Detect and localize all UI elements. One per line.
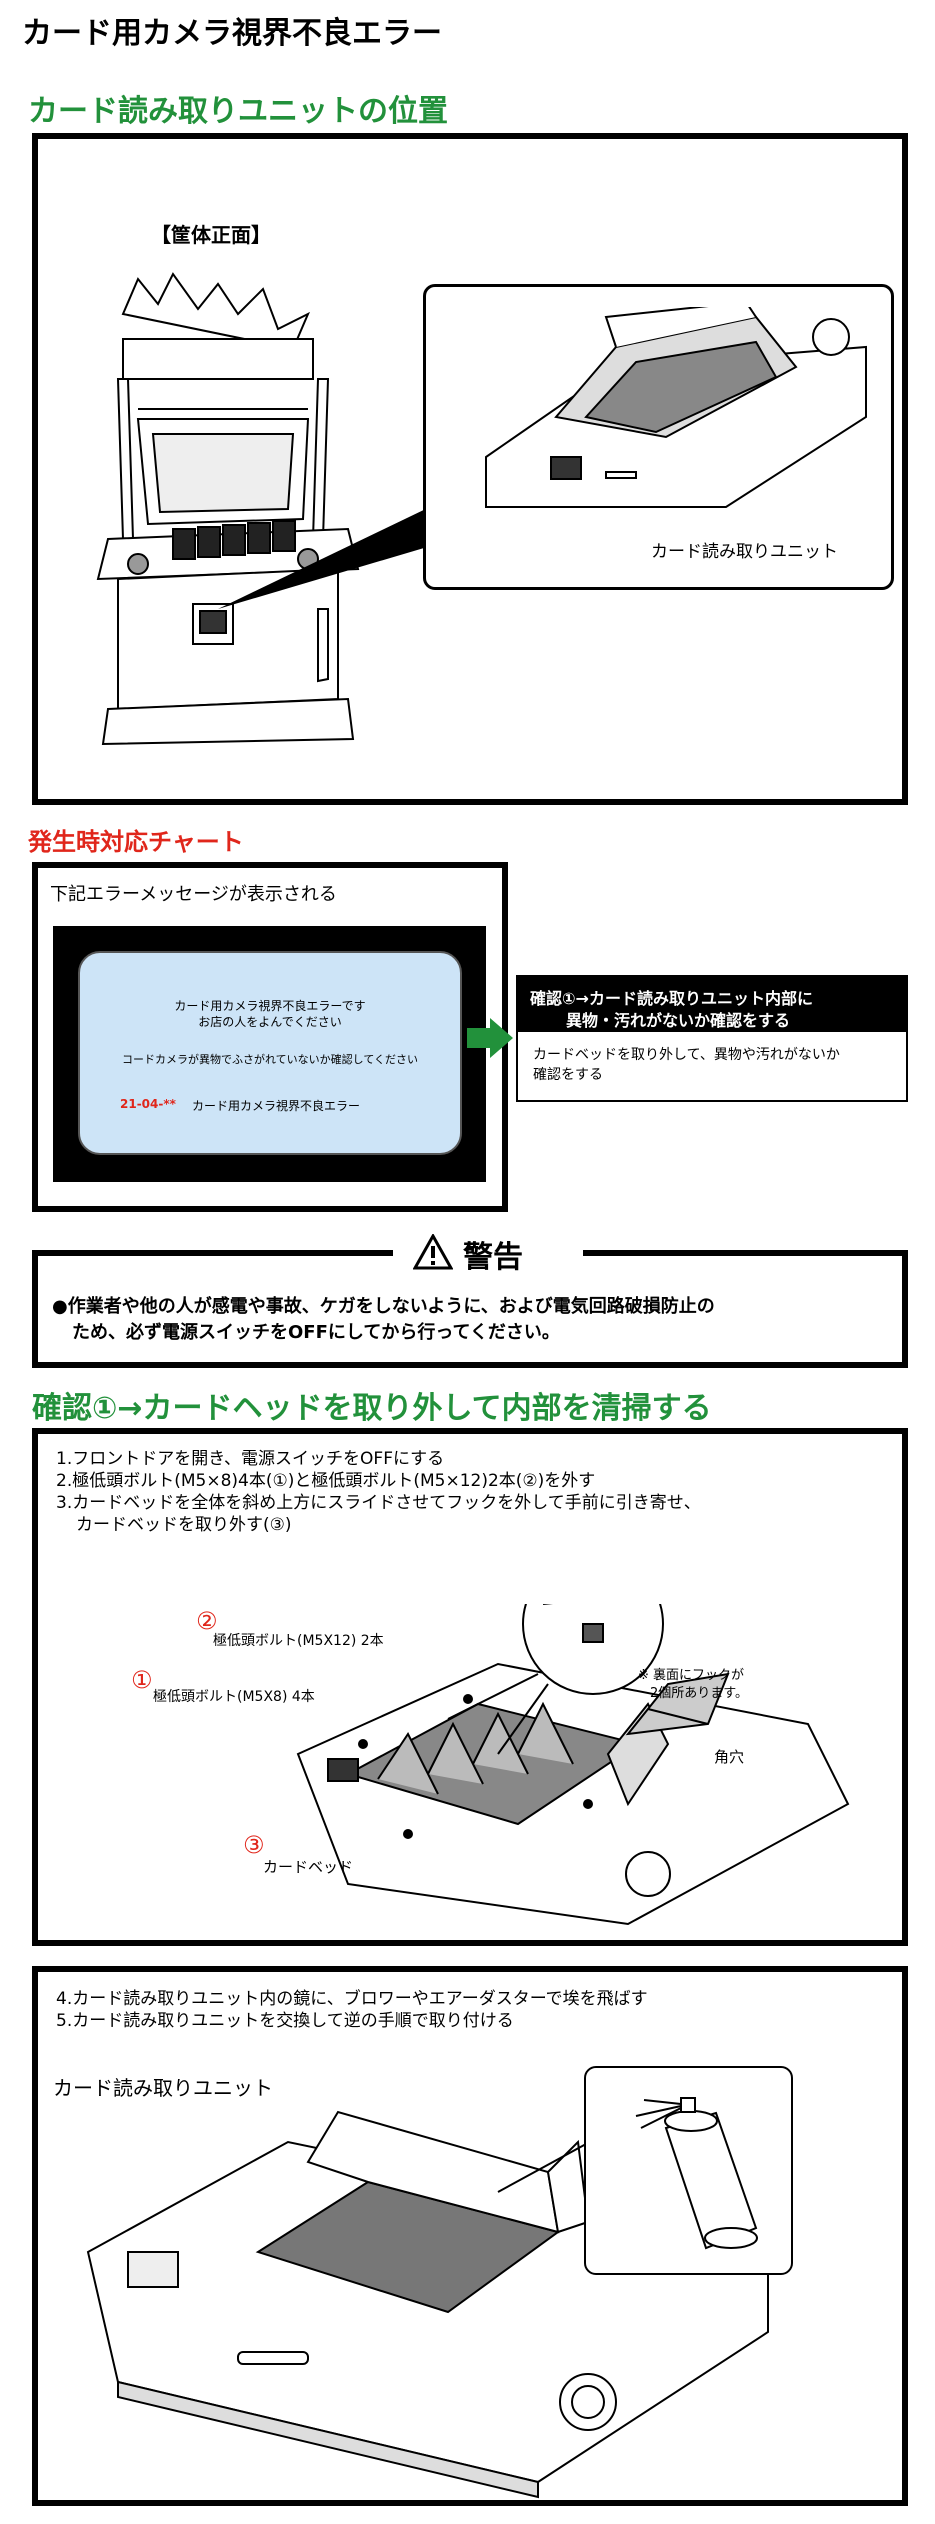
cabinet-front-label: 【筐体正面】 [151, 223, 271, 247]
screen-line3: コードカメラが異物でふさがれていないか確認してください [121, 1053, 418, 1066]
error-screen: カード用カメラ視界不良エラーです お店の人をよんでください コードカメラが異物で… [78, 951, 462, 1155]
check1-title-line2: 異物・汚れがないか確認をする [566, 1011, 791, 1030]
check1-body-line2: 確認をする [533, 1067, 603, 1083]
bolt-m5x8-label: 極低頭ボルト(M5X8) 4本 [153, 1689, 315, 1705]
removal-steps-panel: 1.フロントドアを開き、電源スイッチをOFFにする 2.極低頭ボルト(M5×8)… [32, 1428, 908, 1946]
message-prompt: 下記エラーメッセージが表示される [50, 884, 337, 905]
unit-label: カード読み取りユニット [651, 542, 838, 562]
error-message-panel: 下記エラーメッセージが表示される カード用カメラ視界不良エラーです お店の人をよ… [32, 862, 508, 1212]
cabinet-illustration [96, 272, 360, 746]
flow-arrow-icon [467, 1018, 513, 1058]
check1-body-line1: カードベッドを取り外して、異物や汚れがないか [533, 1047, 840, 1063]
square-hole-label: 角穴 [714, 1748, 745, 1766]
unit-zoom-callout: カード読み取りユニット [423, 284, 894, 590]
warning-line2: ため、必ず電源スイッチをOFFにしてから行ってください。 [72, 1322, 560, 1343]
marker-2: ② [196, 1607, 218, 1635]
card-bed-illustration [296, 1604, 850, 1926]
screen-line2: お店の人をよんでください [198, 1015, 342, 1029]
unit-position-panel: 【筐体正面】 [32, 133, 908, 805]
warning-heading: 警告 [393, 1234, 583, 1275]
bolt-m5x12-label: 極低頭ボルト(M5X12) 2本 [213, 1633, 384, 1649]
warning-title: 警告 [463, 1240, 523, 1275]
check1-box: 確認①→カード読み取りユニット内部に 異物・汚れがないか確認をする カードベッド… [516, 975, 908, 1102]
card-bed-label: カードベッド [263, 1858, 354, 1876]
cleaning-steps-panel: 4.カード読み取りユニット内の鏡に、ブロワーやエアーダスターで埃を飛ばす 5.カ… [32, 1966, 908, 2506]
warning-panel: 警告 ●作業者や他の人が感電や事故、ケガをしないように、および電気回路破損防止の… [32, 1234, 908, 1368]
section-title-response-chart: 発生時対応チャート [28, 828, 244, 856]
unit-zoom-illustration [485, 307, 867, 508]
check1-title-line1: 確認①→カード読み取りユニット内部に [530, 989, 813, 1008]
blower-callout [584, 2066, 793, 2275]
step-1: 1.フロントドアを開き、電源スイッチをOFFにする [56, 1449, 445, 1469]
step-3-cont: カードベッドを取り外す(③) [76, 1515, 292, 1535]
marker-3: ③ [243, 1831, 265, 1859]
hook-note-line2: 2個所あります。 [650, 1686, 748, 1701]
air-duster-icon [635, 2097, 758, 2250]
step-4: 4.カード読み取りユニット内の鏡に、ブロワーやエアーダスターで埃を飛ばす [56, 1989, 648, 2009]
section-title-clean-head: 確認①→カードヘッドを取り外して内部を清掃する [32, 1391, 712, 1426]
warning-line1: ●作業者や他の人が感電や事故、ケガをしないように、および電気回路破損防止の [52, 1296, 715, 1317]
section-title-unit-position: カード読み取りユニットの位置 [28, 94, 448, 129]
error-code: 21-04-** [120, 1097, 176, 1111]
step-2: 2.極低頭ボルト(M5×8)4本(①)と極低頭ボルト(M5×12)2本(②)を外… [56, 1471, 596, 1491]
error-name: カード用カメラ視界不良エラー [192, 1099, 361, 1113]
page-title: カード用カメラ視界不良エラー [22, 16, 442, 51]
unit-label-bottom: カード読み取りユニット [53, 2076, 273, 2100]
check1-header: 確認①→カード読み取りユニット内部に 異物・汚れがないか確認をする [518, 977, 906, 1032]
screen-frame: カード用カメラ視界不良エラーです お店の人をよんでください コードカメラが異物で… [53, 926, 486, 1182]
warning-triangle-icon [413, 1234, 453, 1270]
callout-pointer [218, 479, 488, 609]
step-5: 5.カード読み取りユニットを交換して逆の手順で取り付ける [56, 2011, 514, 2031]
marker-1: ① [131, 1666, 153, 1694]
hook-note-line1: ※ 裏面にフックが [638, 1668, 745, 1683]
step-3: 3.カードベッドを全体を斜め上方にスライドさせてフックを外して手前に引き寄せ、 [56, 1493, 701, 1513]
screen-line1: カード用カメラ視界不良エラーです [174, 999, 366, 1013]
